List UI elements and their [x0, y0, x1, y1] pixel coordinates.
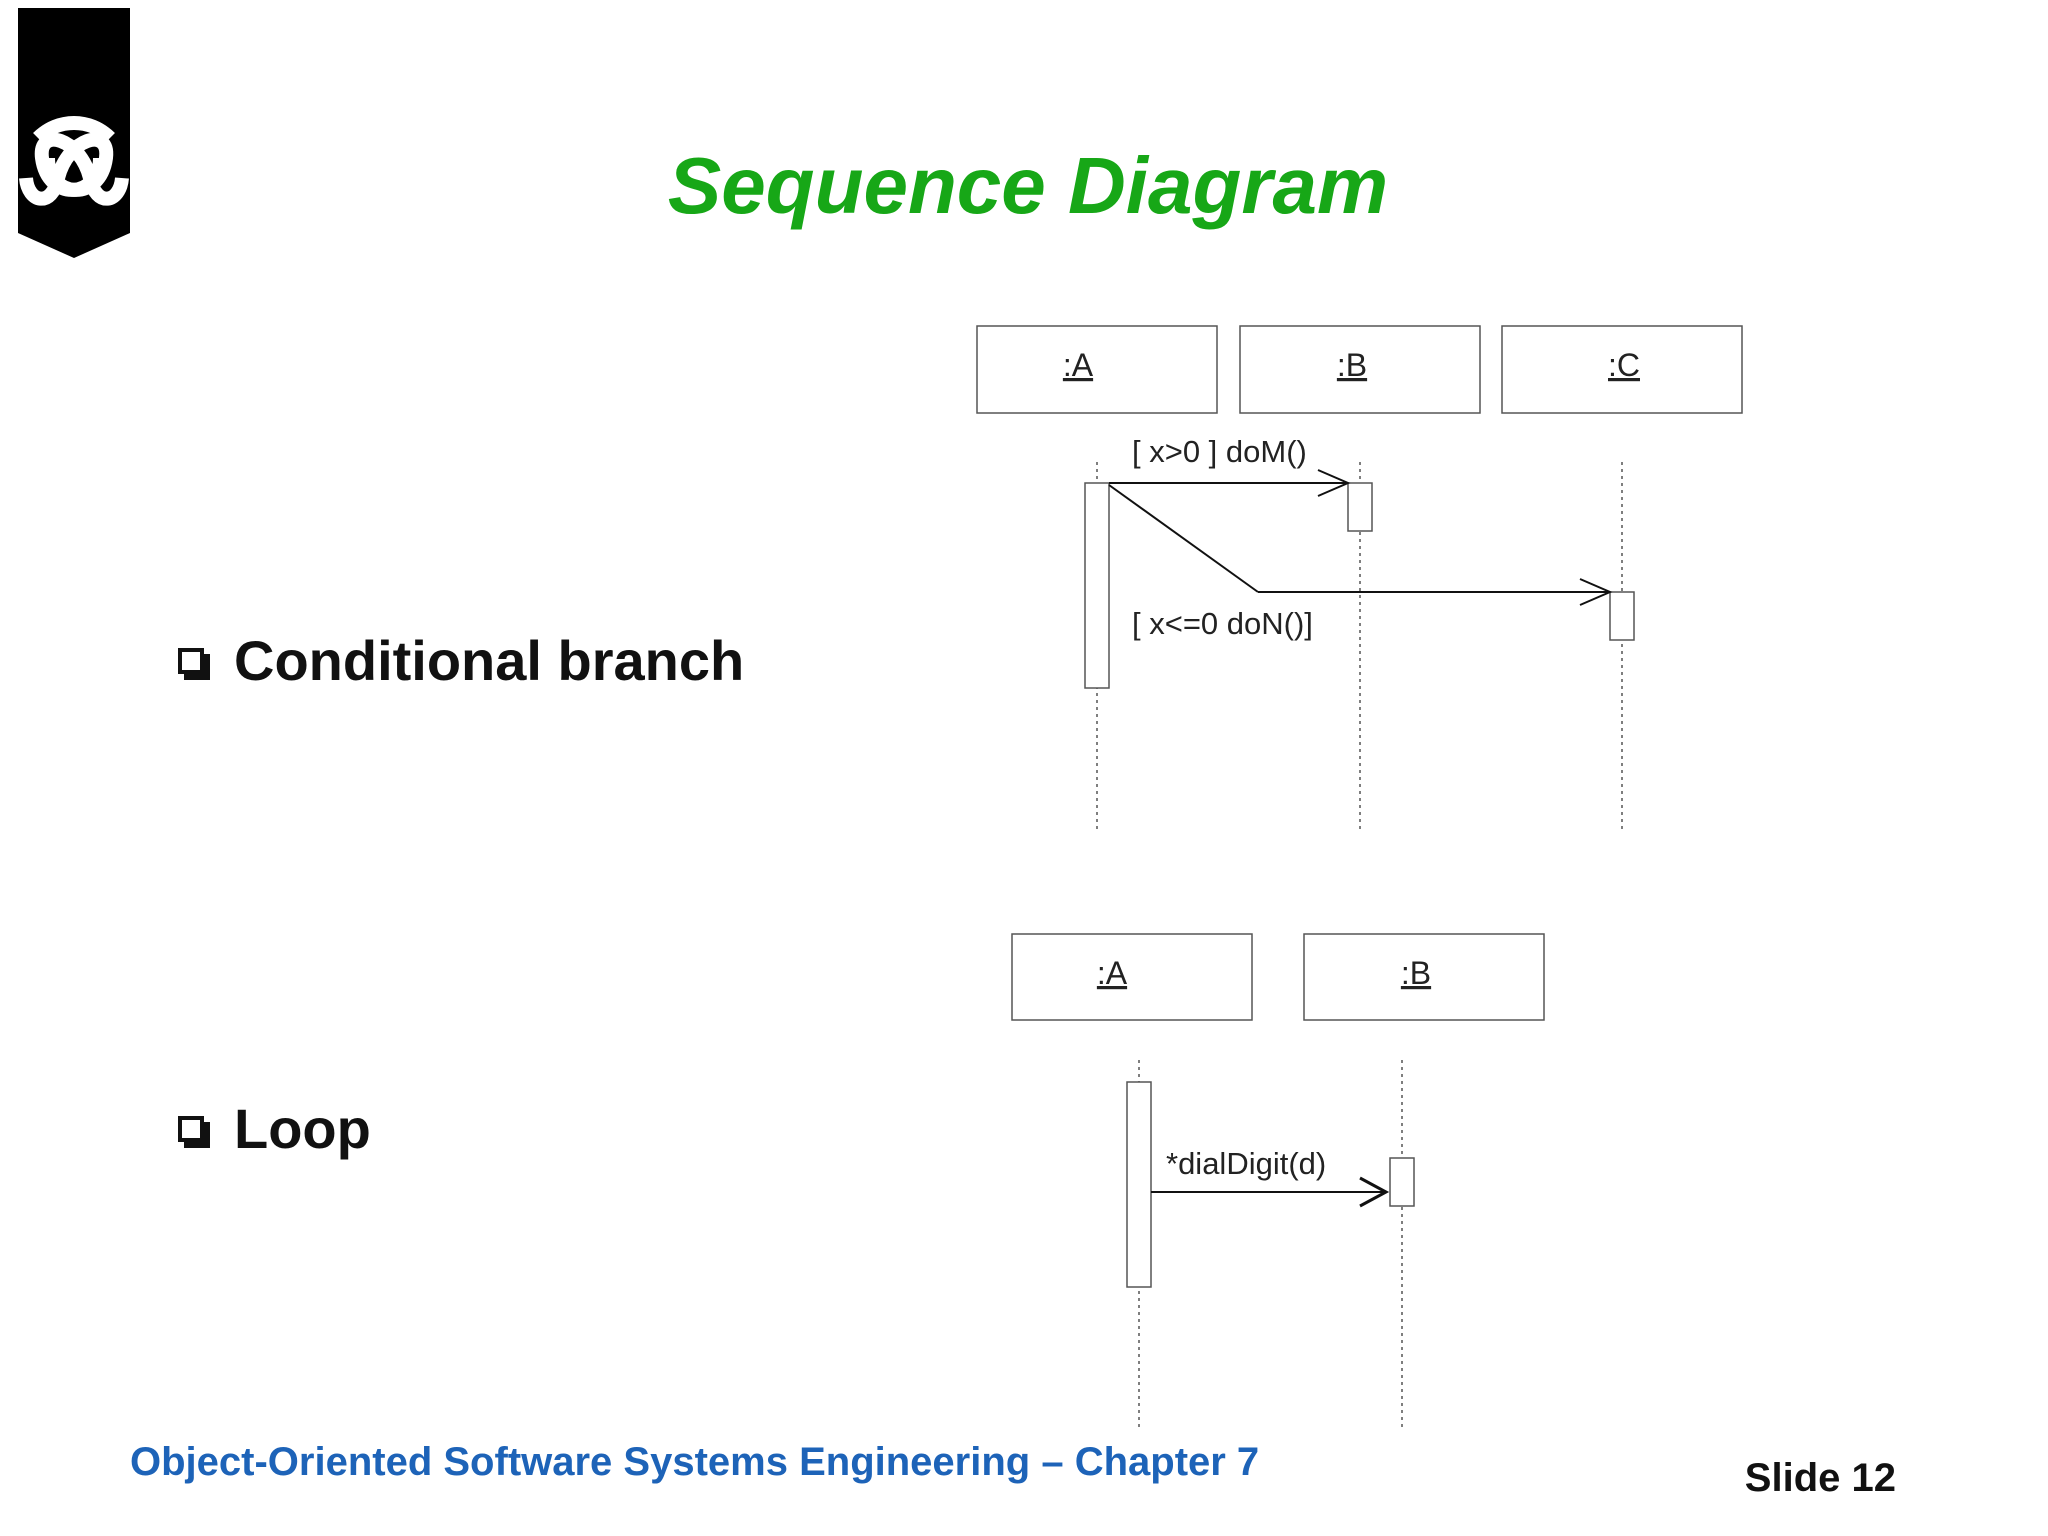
arrowhead-icon — [1579, 578, 1613, 606]
activation-c — [1609, 591, 1635, 641]
loop-message-label: *dialDigit(d) — [1166, 1146, 1326, 1181]
page-title: Sequence Diagram — [667, 141, 1389, 230]
checkbox-bullet-icon — [178, 1115, 210, 1148]
message-label-don: [ x<=0 doN()] — [1132, 606, 1313, 641]
university-logo — [18, 8, 130, 258]
branch-line — [1108, 484, 1259, 593]
message-label-dom: [ x>0 ] doM() — [1132, 434, 1307, 469]
arrowhead-icon — [1317, 469, 1351, 497]
loop-object-label-b: :B — [1401, 955, 1431, 991]
object-label-c: :C — [1608, 347, 1640, 383]
object-box-a — [976, 325, 1218, 414]
bullet-loop: Loop — [178, 1096, 371, 1161]
loop-object-label-a: :A — [1097, 955, 1128, 991]
bullet-label: Conditional branch — [234, 629, 745, 692]
object-box-b — [1239, 325, 1481, 414]
loop-object-box-a — [1011, 933, 1253, 1021]
bullet-label: Loop — [234, 1097, 371, 1160]
object-label-a: :A — [1063, 347, 1094, 383]
loop-activation-a — [1126, 1081, 1152, 1288]
activation-a — [1084, 482, 1110, 689]
object-box-c — [1501, 325, 1743, 414]
bullet-conditional-branch: Conditional branch — [178, 628, 744, 693]
loop-activation-b — [1389, 1157, 1415, 1207]
arrowhead-icon — [1359, 1176, 1390, 1208]
object-label-b: :B — [1337, 347, 1367, 383]
checkbox-bullet-icon — [178, 647, 210, 680]
loop-object-box-b — [1303, 933, 1545, 1021]
slide-number: Slide 12 — [1744, 1456, 1896, 1500]
footer-course-title: Object-Oriented Software Systems Enginee… — [130, 1440, 1260, 1484]
activation-b — [1347, 482, 1373, 532]
